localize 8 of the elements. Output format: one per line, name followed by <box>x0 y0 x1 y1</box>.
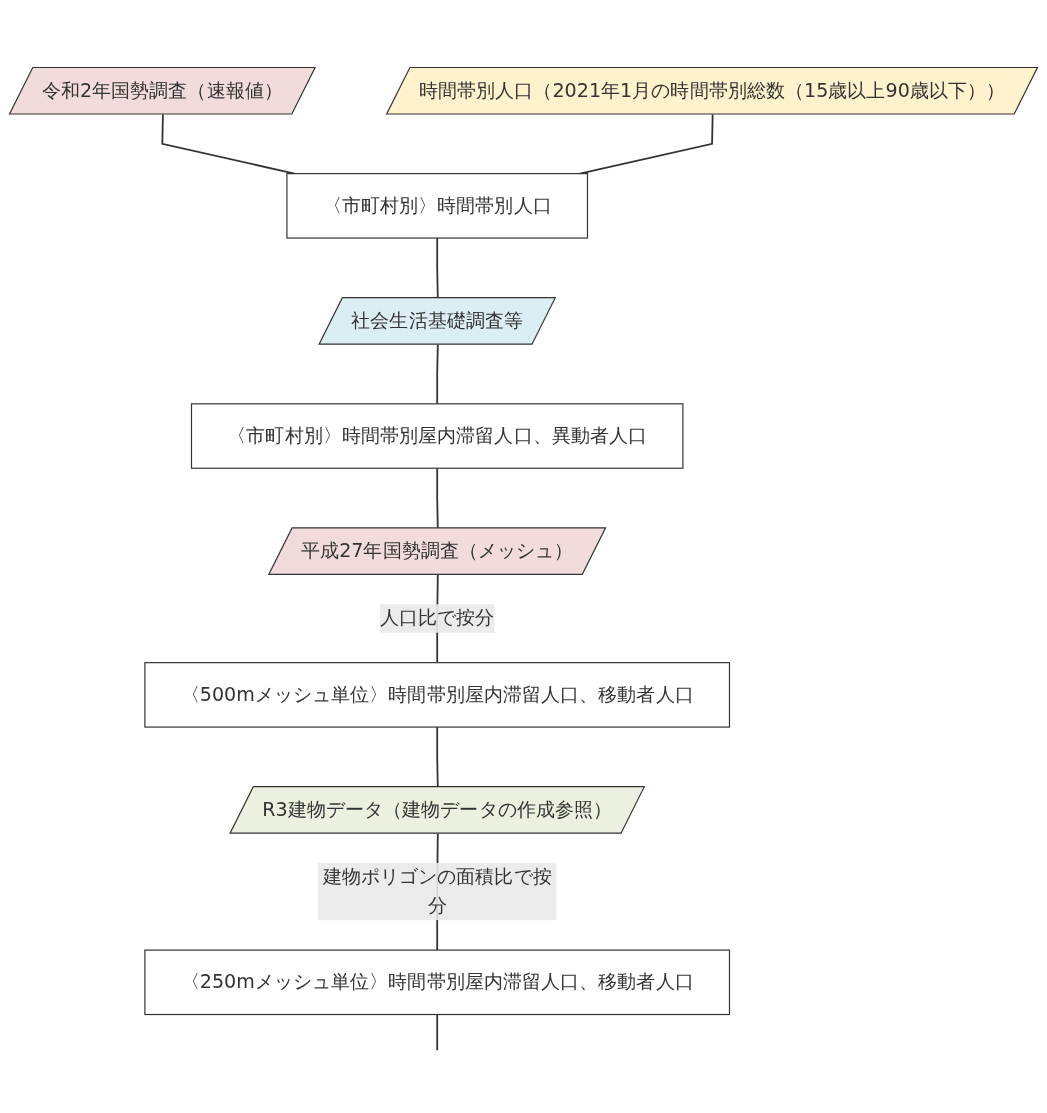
node-box: 〈250mメッシュ単位〉時間帯別屋内滞留人口、移動者人口 <box>144 949 731 1016</box>
node-box: 〈500mメッシュ単位〉時間帯別屋内滞留人口、移動者人口 <box>144 662 731 728</box>
connector <box>436 1013 439 1052</box>
node-box: 〈市町村別〉時間帯別人口 <box>286 173 589 239</box>
node-box: 時間帯別人口（2021年1月の時間帯別総数（15歳以上90歳以下）） <box>385 66 1039 115</box>
edge-label: 建物ポリゴンの面積比で按分 <box>322 865 552 917</box>
node-box: 〈市町村別〉時間帯別屋内滞留人口、異動者人口 <box>190 403 684 469</box>
edge-label: 人口比で按分 <box>379 606 495 630</box>
